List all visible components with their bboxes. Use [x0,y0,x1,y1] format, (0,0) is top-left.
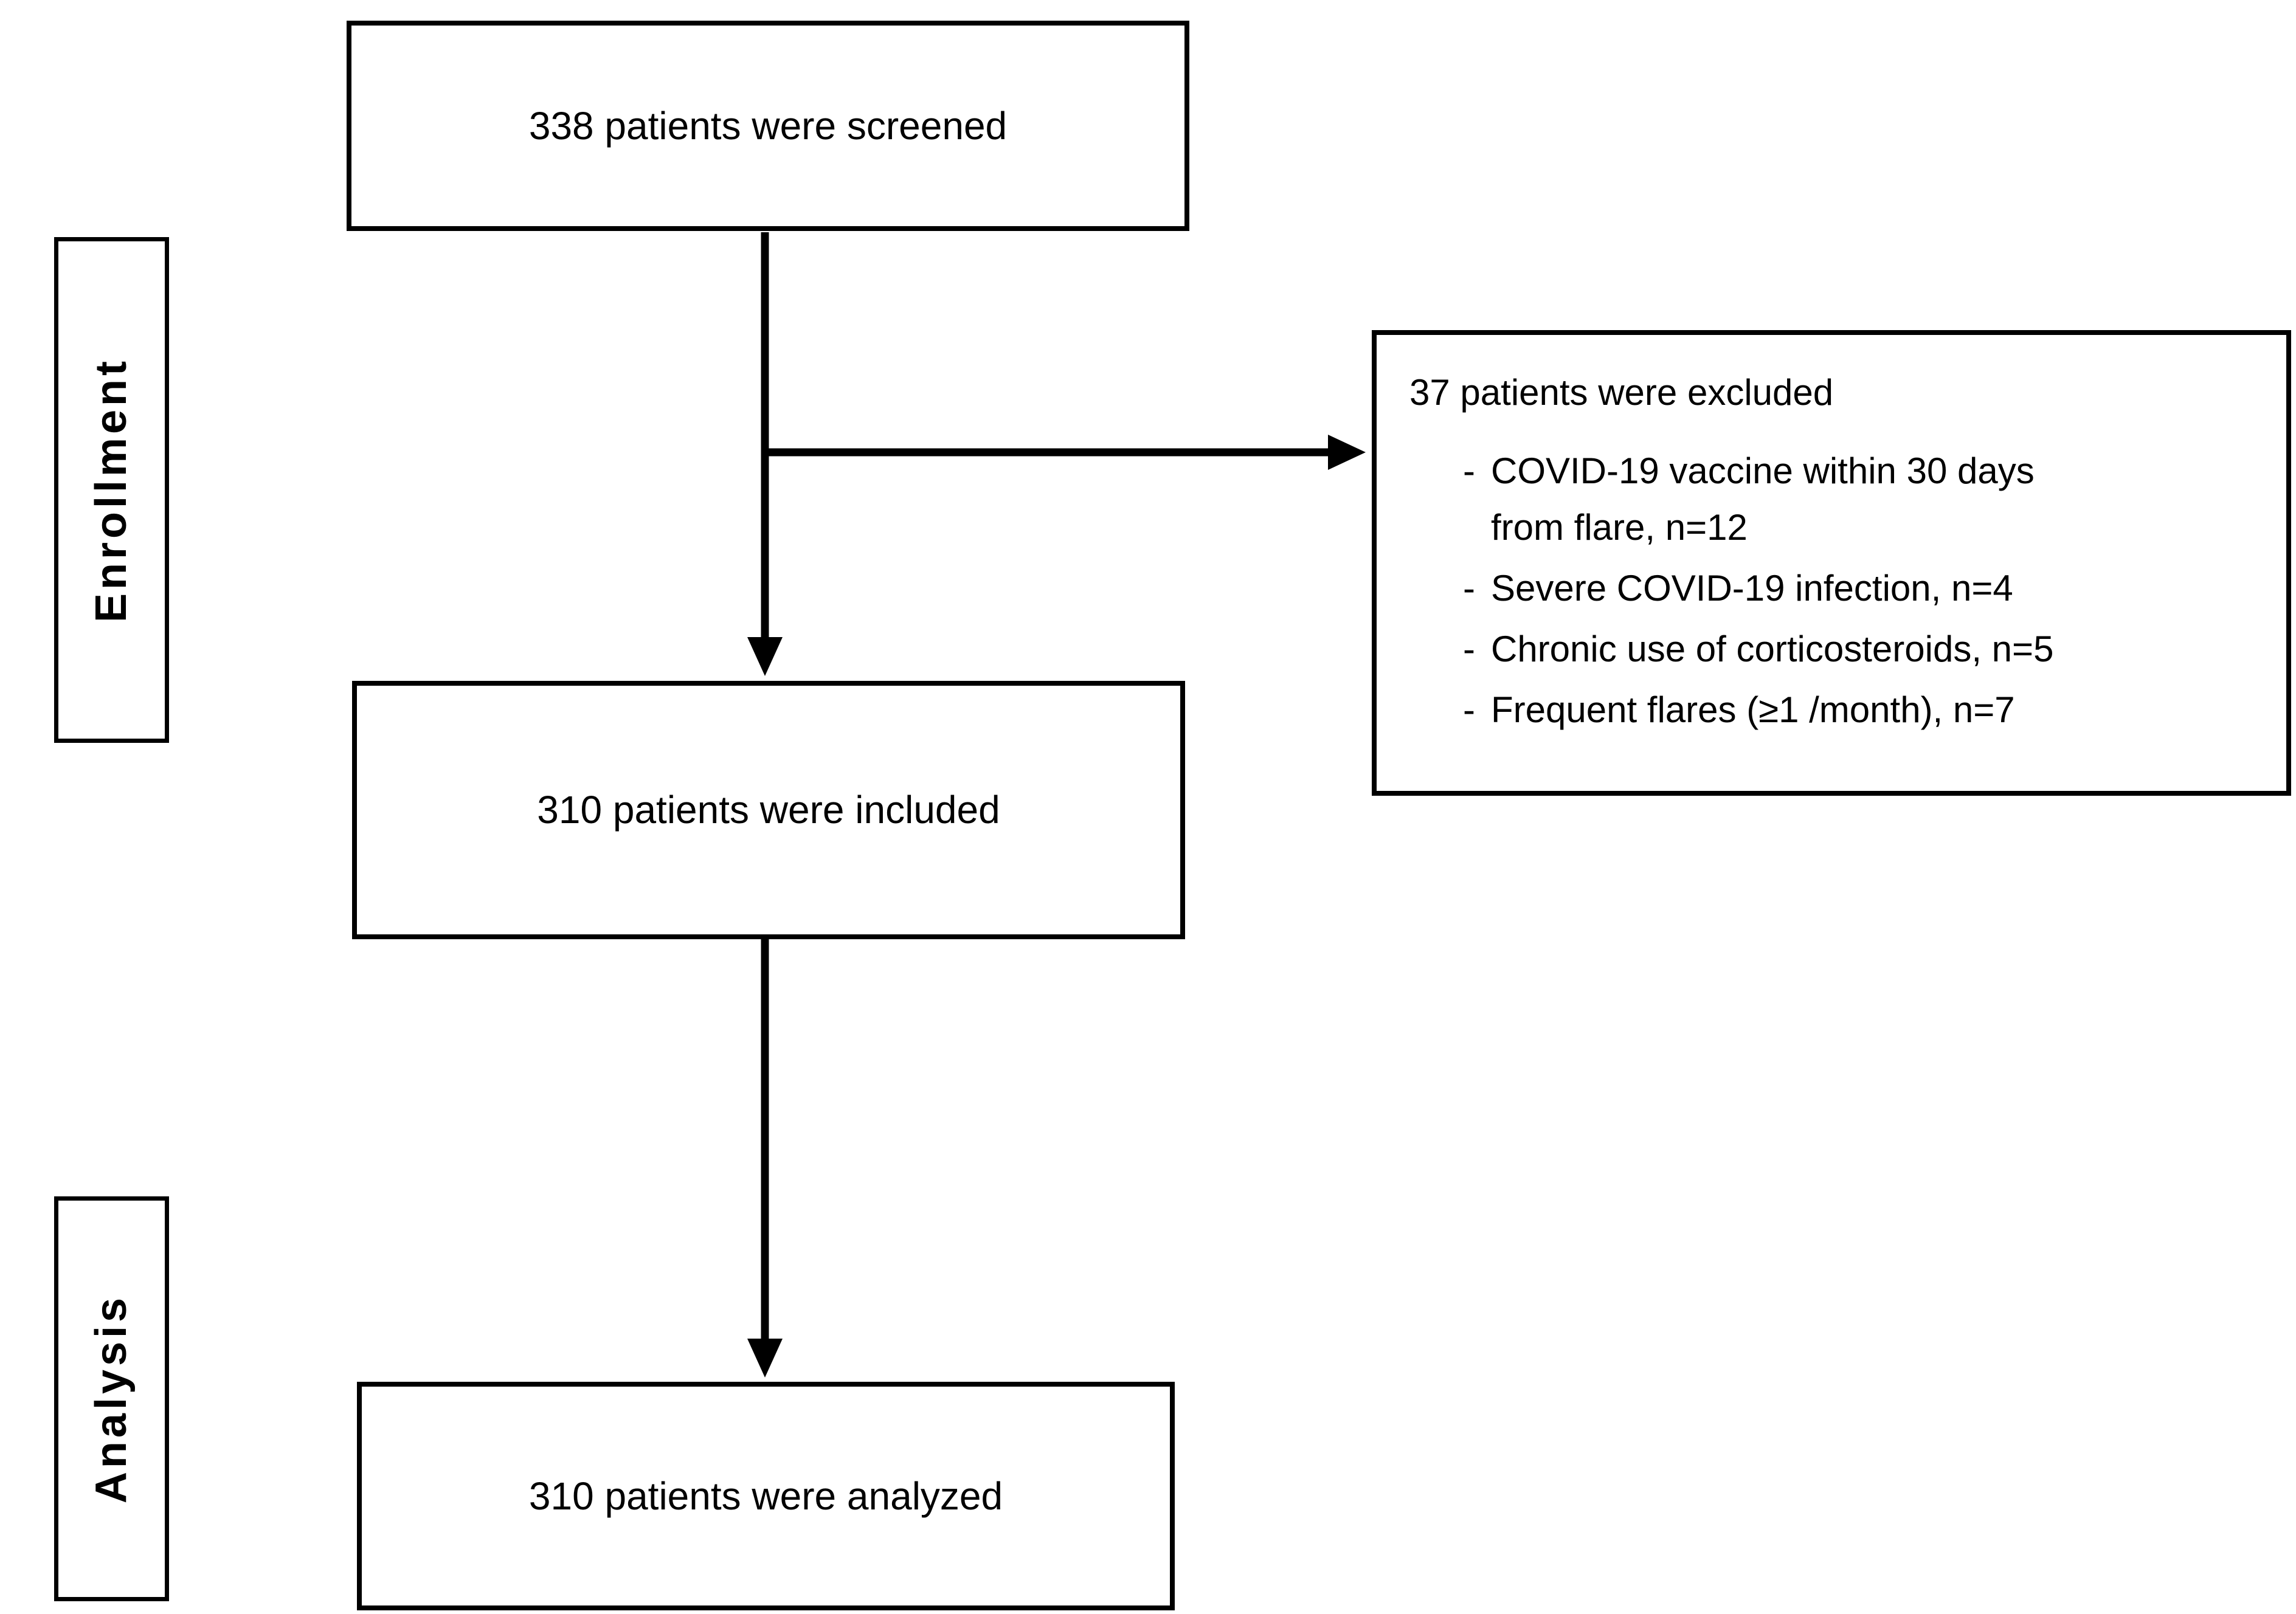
box-analyzed-text: 310 patients were analyzed [528,1474,1003,1518]
box-included-text: 310 patients were included [537,788,1000,832]
bullet-dash: - [1463,450,1475,491]
list-item-line: Frequent flares (≥1 /month), n=7 [1490,689,2015,730]
box-included: 310 patients were included [352,681,1185,939]
list-item: - Severe COVID-19 infection, n=4 [1463,560,2264,616]
excluded-reasons-list: - COVID-19 vaccine within 30 days from f… [1409,443,2264,738]
list-item-text: Frequent flares (≥1 /month), n=7 [1491,681,2015,738]
list-item-text: Chronic use of corticosteroids, n=5 [1491,621,2053,677]
box-analyzed: 310 patients were analyzed [357,1382,1175,1610]
bullet-dash: - [1463,629,1475,669]
arrow-included-to-analyzed [747,939,783,1378]
box-screened: 338 patients were screened [347,21,1189,231]
box-screened-text: 338 patients were screened [528,103,1008,148]
list-item-line: Severe COVID-19 infection, n=4 [1490,568,2013,609]
bullet-dash: - [1463,689,1475,730]
bullet-dash: - [1463,568,1475,609]
arrow-screened-to-included [747,232,783,676]
list-item: - COVID-19 vaccine within 30 days from f… [1463,443,2264,556]
list-item-line: from flare, n=12 [1490,507,1748,548]
list-item-text: COVID-19 vaccine within 30 days from fla… [1491,443,2035,556]
box-excluded: 37 patients were excluded - COVID-19 vac… [1372,330,2291,796]
stage-box-analysis: Analysis [54,1196,169,1601]
list-item: - Chronic use of corticosteroids, n=5 [1463,621,2264,677]
list-item-line: COVID-19 vaccine within 30 days [1490,450,2035,491]
stage-label-analysis: Analysis [87,1294,136,1504]
list-item-text: Severe COVID-19 infection, n=4 [1491,560,2013,616]
stage-label-enrollment: Enrollment [87,357,136,623]
stage-box-enrollment: Enrollment [54,237,169,743]
arrow-branch-to-excluded [765,435,1366,470]
list-item-line: Chronic use of corticosteroids, n=5 [1490,629,2054,669]
list-item: - Frequent flares (≥1 /month), n=7 [1463,681,2264,738]
box-excluded-title: 37 patients were excluded [1409,372,1834,413]
box-excluded-content: 37 patients were excluded - COVID-19 vac… [1377,335,2286,738]
